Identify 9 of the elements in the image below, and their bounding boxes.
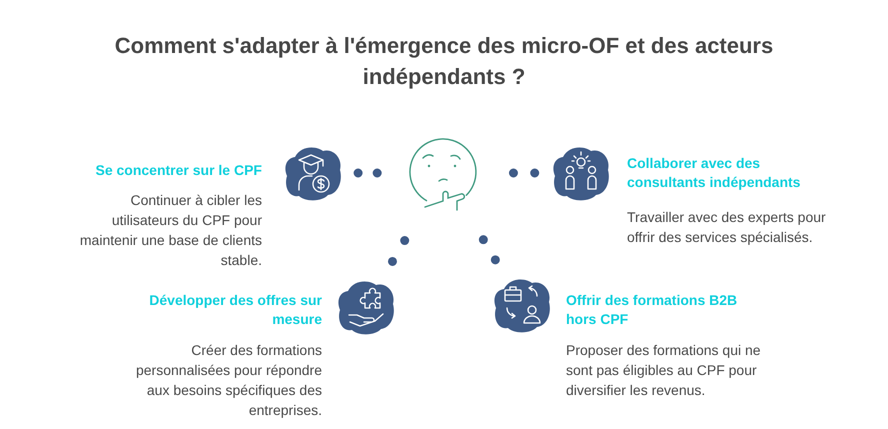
option-description: Travailler avec des experts pour offrir des services spécialisés. bbox=[627, 208, 827, 247]
option-description: Proposer des formations qui ne sont pas éligibles au CPF pour diversifier les revenus. bbox=[566, 341, 762, 400]
option-heading: Développer des offres sur mesure bbox=[148, 291, 322, 329]
option-description: Créer des formations personnalisées pour répondre aux besoins spécifiques des entreprises. bbox=[134, 341, 322, 420]
option-heading: Offrir des formations B2B hors CPF bbox=[566, 291, 738, 329]
option-description: Continuer à cibler les utilisateurs du CPF pour maintenir une base de clients stable. bbox=[78, 191, 262, 270]
option-heading: Collaborer avec des consultants indépendants bbox=[627, 154, 802, 192]
title: Comment s'adapter à l'émergence des micro-OF et des acteurs indépendants ? bbox=[114, 32, 774, 91]
option-heading: Se concentrer sur le CPF bbox=[94, 161, 262, 180]
